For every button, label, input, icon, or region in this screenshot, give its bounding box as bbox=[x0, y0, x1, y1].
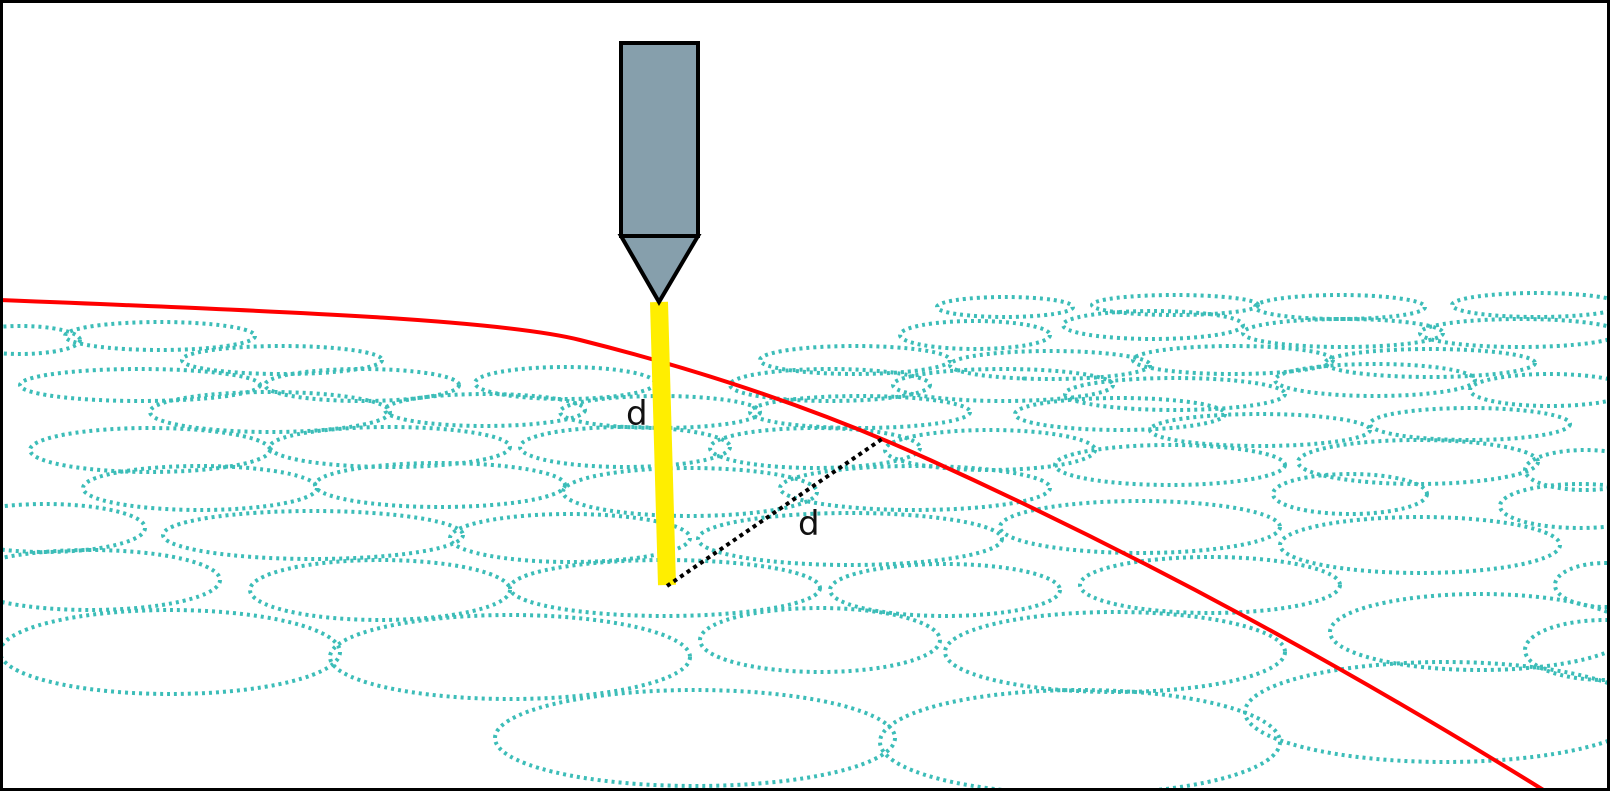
cell-ellipse bbox=[878, 688, 1282, 791]
cell-ellipse bbox=[1368, 406, 1572, 442]
cell-layer bbox=[0, 291, 1610, 791]
cell-ellipse bbox=[1241, 317, 1445, 349]
cell-ellipse bbox=[1131, 344, 1335, 376]
cell-ellipse bbox=[313, 461, 567, 509]
cell-ellipse bbox=[328, 613, 692, 701]
probe-tip bbox=[617, 234, 702, 306]
cell-ellipse bbox=[758, 344, 952, 376]
cell-ellipse bbox=[1053, 443, 1287, 487]
cell-ellipse bbox=[935, 295, 1075, 319]
cell-ellipse bbox=[1323, 347, 1537, 379]
cell-ellipse bbox=[948, 349, 1152, 381]
cell-ellipse bbox=[63, 320, 257, 352]
cell-ellipse bbox=[0, 502, 147, 554]
cell-ellipse bbox=[1278, 515, 1562, 575]
cell-ellipse bbox=[148, 390, 392, 434]
electrode-probe bbox=[617, 41, 702, 306]
cell-ellipse bbox=[518, 425, 732, 469]
cell-ellipse bbox=[383, 392, 587, 428]
cell-ellipse bbox=[898, 319, 1052, 351]
cell-ellipse bbox=[1090, 293, 1260, 317]
cell-ellipse bbox=[248, 558, 512, 622]
cell-ellipse bbox=[1013, 396, 1227, 432]
cell-ellipse bbox=[1243, 660, 1610, 764]
cell-ellipse bbox=[448, 512, 692, 564]
cell-ellipse bbox=[0, 324, 82, 356]
cell-ellipse bbox=[1296, 438, 1540, 486]
cell-ellipse bbox=[1061, 309, 1245, 341]
cell-ellipse bbox=[561, 466, 819, 518]
cell-ellipse bbox=[998, 499, 1282, 555]
cell-ellipse bbox=[728, 367, 932, 403]
cell-ellipse bbox=[161, 509, 465, 561]
cell-ellipse bbox=[0, 608, 342, 696]
cell-ellipse bbox=[263, 367, 461, 403]
cell-ellipse bbox=[1523, 448, 1610, 492]
cell-ellipse bbox=[1271, 472, 1429, 516]
cell-ellipse bbox=[268, 425, 512, 469]
cell-ellipse bbox=[891, 367, 1115, 403]
cell-ellipse bbox=[708, 426, 922, 470]
probe-shaft bbox=[619, 41, 700, 238]
distance-label-probe: d bbox=[626, 394, 648, 434]
cell-ellipse bbox=[0, 548, 222, 612]
cell-ellipse bbox=[1253, 293, 1427, 321]
cell-ellipse bbox=[1148, 412, 1372, 448]
cell-ellipse bbox=[1328, 592, 1610, 672]
cell-ellipse bbox=[493, 688, 897, 788]
distance-label-surface: d bbox=[798, 504, 820, 544]
cell-ellipse bbox=[1450, 291, 1610, 319]
insertion-track bbox=[650, 301, 676, 586]
cell-ellipse bbox=[778, 464, 1052, 512]
cell-ellipse bbox=[1063, 376, 1287, 412]
cell-ellipse bbox=[1498, 482, 1610, 530]
cell-ellipse bbox=[828, 562, 1062, 618]
cell-ellipse bbox=[18, 367, 262, 403]
cell-ellipse bbox=[943, 610, 1287, 694]
cell-ellipse bbox=[180, 344, 384, 376]
cell-ellipse bbox=[698, 606, 942, 674]
cell-ellipse bbox=[1078, 555, 1342, 615]
distance-line bbox=[665, 437, 884, 588]
cell-ellipse bbox=[1468, 372, 1610, 408]
cell-ellipse bbox=[1553, 561, 1610, 609]
cell-ellipse bbox=[1418, 317, 1610, 349]
tissue-surface-curve bbox=[0, 298, 1547, 791]
cell-ellipse bbox=[1273, 362, 1477, 398]
cell-ellipse bbox=[696, 511, 1004, 567]
cell-ellipse bbox=[81, 464, 319, 512]
cell-ellipse bbox=[883, 428, 1097, 472]
